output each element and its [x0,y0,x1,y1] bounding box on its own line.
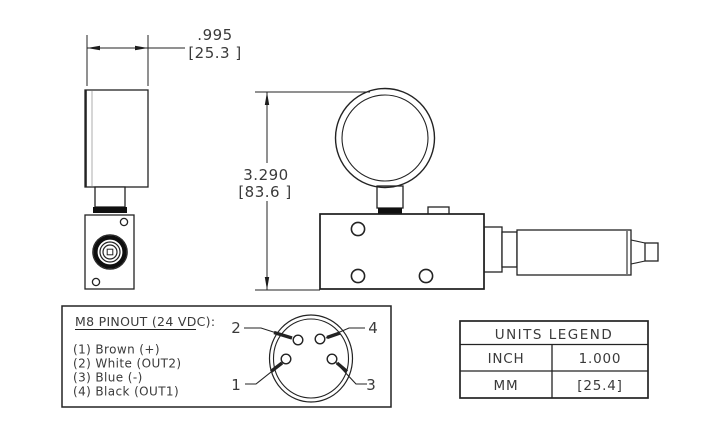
width-dim-inch: .995 [197,26,232,44]
body-hole-top-left [350,221,366,237]
fitting-neck [501,231,518,268]
valve-body [319,213,485,290]
height-dimension: 3.290 [83.6 ] [238,91,370,291]
m8-connector-ring [99,241,121,263]
pinout-entry-1: (1) Brown (+) [73,343,160,357]
units-legend-border [459,320,649,399]
pin-label-4: 4 [368,319,378,337]
units-legend-mm-label: MM [494,378,519,394]
units-legend-title: UNITS LEGEND [495,327,614,343]
pinout-entry-2: (2) White (OUT2) [73,357,181,371]
width-dim-mm: [25.3 ] [188,44,241,62]
connector-pin-1 [280,353,292,365]
pinout-panel: M8 PINOUT (24 VDC): (1) Brown (+) (2) Wh… [61,305,392,408]
m8-connector-keyway [106,248,114,256]
gauge-bezel-outer [334,87,436,189]
body-hole-bottom-right [418,268,434,284]
plate-hole-bottom [91,277,101,287]
fitting-collar [483,226,503,273]
leader-wedge-pin1 [269,361,284,373]
side-view-neck [94,186,126,208]
dimension-arrowhead-left [87,45,100,51]
dimension-arrowhead-down [264,277,270,290]
connector-pin-2 [292,334,304,346]
connector-pin-4 [314,333,326,345]
fitting-cylinder [516,229,632,276]
side-view-thread-band [93,207,127,213]
fitting-chamfer-bottom [630,260,646,265]
body-hole-bottom-left [350,268,366,284]
pinout-title: M8 PINOUT (24 VDC): [75,314,215,329]
gauge-bezel-inner [341,94,429,182]
leader-wedge-pin2 [273,330,293,340]
units-legend-inch-label: INCH [488,351,525,367]
gauge-stem [376,185,404,209]
leader-wedge-pin3 [335,361,349,373]
side-view-body [84,89,149,188]
pinout-entry-4: (4) Black (OUT1) [73,385,179,399]
height-dim-inch: 3.290 [243,166,288,184]
gauge-thread-band [378,208,402,214]
front-view [319,87,659,290]
dimension-arrowhead-up [264,92,270,105]
units-legend-table: UNITS LEGEND INCH 1.000 MM [25.4] [459,320,649,399]
side-view [84,89,149,290]
connector-face-outer [268,314,354,403]
width-dimension: .995 [25.3 ] [86,26,241,86]
pin-label-1: 1 [231,376,241,394]
units-legend-mm-value: [25.4] [577,378,622,394]
fitting-chamfer-top [630,239,646,244]
plate-hole-top [119,217,129,227]
units-legend-inch-value: 1.000 [579,351,622,367]
connector-pin-3 [326,353,338,365]
m8-connector-face [102,244,118,260]
m8-connector-knurl-ring [93,235,127,269]
connector-face-inner [272,318,350,399]
height-dim-mm: [83.6 ] [238,183,291,201]
m8-connector-outer-rim [92,234,128,270]
fitting-end-cap [644,242,659,262]
leader-wedge-pin4 [326,331,341,340]
pinout-entry-3: (3) Blue (-) [73,371,143,385]
pin-label-2: 2 [231,319,241,337]
pin-label-3: 3 [366,376,376,394]
dimension-arrowhead-right [135,45,148,51]
